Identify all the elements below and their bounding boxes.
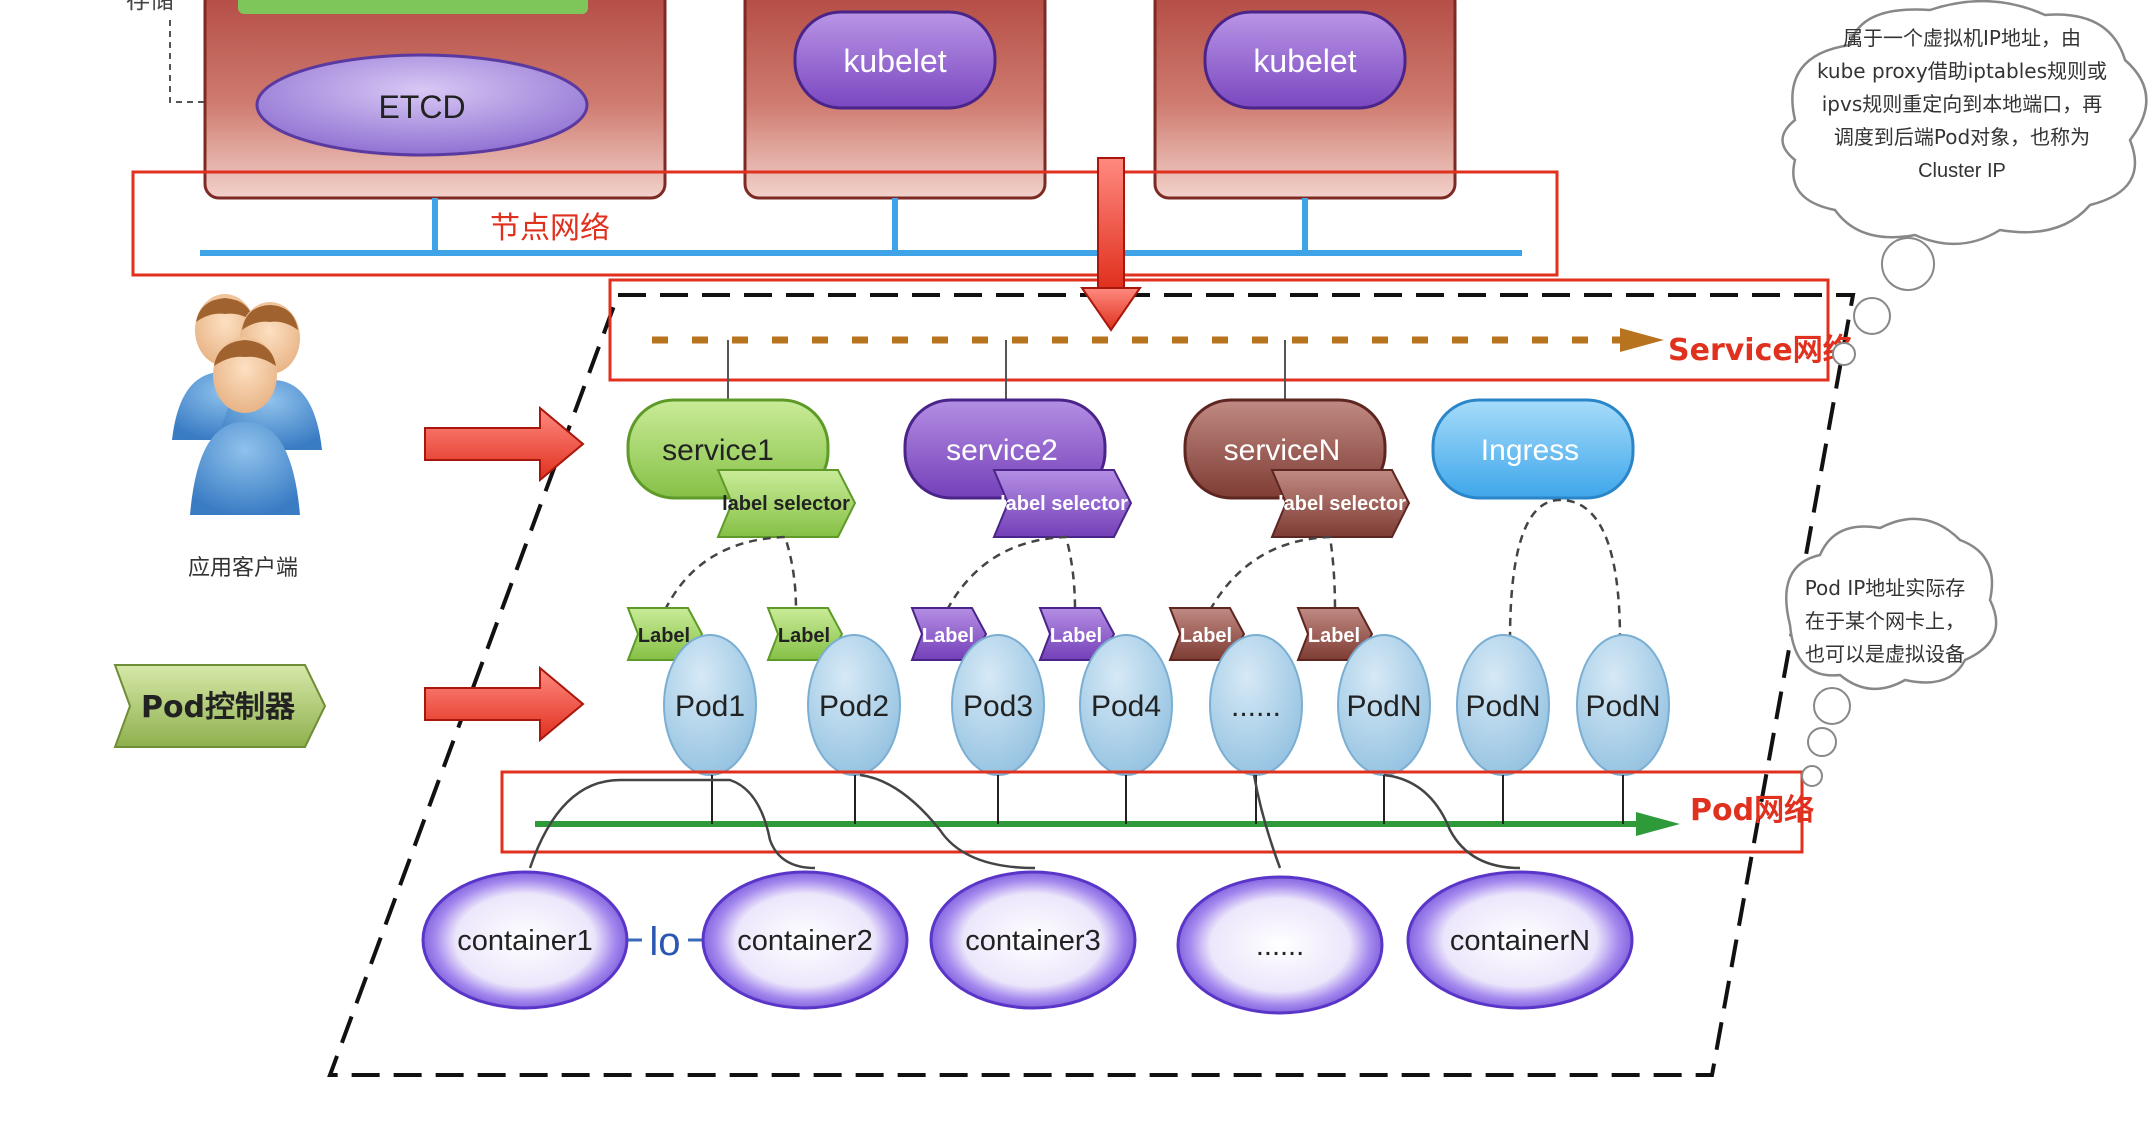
pod-controller-tag xyxy=(113,664,327,748)
service1-label-selector-tag xyxy=(716,469,857,538)
pod-4: Pod4 xyxy=(1079,634,1173,776)
kubelet-box-2 xyxy=(1203,10,1407,110)
client-arrow xyxy=(424,405,585,483)
cloud-top-line-3: ipvs规则重定向到本地端口，再 xyxy=(1822,92,2103,116)
service2-label-selector-text: label selector xyxy=(1000,493,1128,515)
cloud-bottom-line-3: 也可以是虚拟设备 xyxy=(1805,642,1965,666)
service-network-arrowhead xyxy=(1620,328,1664,352)
pod-1: Pod1 xyxy=(663,634,757,776)
pod-6: PodN xyxy=(1337,634,1431,776)
pod-label-tag-2: Label xyxy=(766,607,844,661)
kubelet-label-1: kubelet xyxy=(843,43,946,79)
container-2-label: container2 xyxy=(737,925,872,957)
pod5-container-curve xyxy=(1252,774,1282,869)
container-5-label: containerN xyxy=(1450,925,1590,957)
pod-network-label: Pod网络 xyxy=(1690,793,1814,828)
down-arrow-shaft xyxy=(1097,157,1125,289)
kubelet-box-1 xyxy=(793,10,997,110)
pod-controller-label: Pod控制器 xyxy=(141,690,296,725)
pod-label-text-2: Label xyxy=(778,625,830,647)
pod-network-frame xyxy=(500,770,1804,854)
pod-7: PodN xyxy=(1456,634,1550,776)
pod-7-label: PodN xyxy=(1465,690,1540,723)
service1-label: service1 xyxy=(662,434,774,467)
cloud-bottom-line-2: 在于某个网卡上， xyxy=(1805,609,1965,633)
service2-selector-arc xyxy=(945,535,1077,611)
container-5: containerN xyxy=(1406,870,1634,1010)
top-partial-label: 存储 xyxy=(126,0,174,14)
pod-3-label: Pod3 xyxy=(963,690,1033,723)
master-node-green-bar xyxy=(238,0,588,14)
ingress-selector-arc xyxy=(1508,498,1622,641)
pod-2: Pod2 xyxy=(807,634,901,776)
pod-controller-arrow xyxy=(424,665,585,743)
podN-container-curve xyxy=(1383,773,1521,870)
pod-8: PodN xyxy=(1576,634,1670,776)
cloud-bottom-line-1: Pod IP地址实际存 xyxy=(1805,576,1966,600)
container-1: container1 xyxy=(421,870,629,1010)
container-3-label: container3 xyxy=(965,925,1100,957)
node-network-frame xyxy=(131,170,1559,277)
pod-network-arrowhead xyxy=(1636,812,1680,836)
cloud-top-line-1: 属于一个虚拟机IP地址，由 xyxy=(1843,26,2081,50)
pod-label-text-1: Label xyxy=(638,625,690,647)
pod-label-tag-5: Label xyxy=(1168,607,1246,661)
pod-8-label: PodN xyxy=(1585,690,1660,723)
etcd-label: ETCD xyxy=(378,89,465,125)
down-arrow-head xyxy=(1080,287,1142,332)
node-network-label: 节点网络 xyxy=(490,211,610,246)
pod2-container-curve xyxy=(859,773,1036,870)
container-3: container3 xyxy=(929,870,1137,1010)
serviceN-label-selector-text: label selector xyxy=(1278,493,1406,515)
cloud-top-bubble-2 xyxy=(1853,297,1891,335)
cloud-top-bubble-1 xyxy=(1881,237,1935,291)
service2-label-selector-tag xyxy=(992,469,1133,538)
ingress-label: Ingress xyxy=(1481,434,1579,467)
cloud-top-line-5: Cluster IP xyxy=(1918,160,2006,182)
cloud-bottom-bubble-3 xyxy=(1801,765,1823,787)
pod-2-label: Pod2 xyxy=(819,690,889,723)
pod1-container-curve xyxy=(528,778,816,870)
kubelet-label-2: kubelet xyxy=(1253,43,1356,79)
cloud-top-bubble-3 xyxy=(1832,342,1856,366)
pod-label-text-3: Label xyxy=(922,625,974,647)
service1-label-selector-text: label selector xyxy=(722,493,850,515)
client-label: 应用客户端 xyxy=(188,556,298,581)
container-2: container2 xyxy=(701,870,909,1010)
container-4: ...... xyxy=(1176,875,1384,1015)
cluster-dashed-outline xyxy=(327,293,1856,1077)
service-network-frame xyxy=(608,278,1830,382)
pod-label-text-6: Label xyxy=(1308,625,1360,647)
pod-ip-cloud: Pod IP地址实际存 在于某个网卡上， 也可以是虚拟设备 xyxy=(1785,517,1998,691)
serviceN-label: serviceN xyxy=(1224,434,1341,467)
cluster-ip-cloud: 属于一个虚拟机IP地址，由 kube proxy借助iptables规则或 ip… xyxy=(1781,0,2148,246)
serviceN-selector-arc xyxy=(1208,535,1337,611)
cloud-top-line-2: kube proxy借助iptables规则或 xyxy=(1817,59,2107,83)
pod-label-text-4: Label xyxy=(1050,625,1102,647)
ingress-box xyxy=(1431,398,1635,500)
pod-1-label: Pod1 xyxy=(675,690,745,723)
serviceN-label-selector-tag xyxy=(1270,469,1411,538)
pod-4-label: Pod4 xyxy=(1091,690,1161,723)
pod-5: ...... xyxy=(1209,634,1303,776)
cloud-bottom-bubble-1 xyxy=(1813,687,1851,725)
etcd-ellipse xyxy=(255,53,589,157)
lo-label: lo xyxy=(649,920,680,964)
service1-selector-arc xyxy=(663,535,798,611)
cloud-bottom-bubble-2 xyxy=(1807,727,1837,757)
pod-label-tag-6: Label xyxy=(1296,607,1374,661)
pod-label-text-5: Label xyxy=(1180,625,1232,647)
client-people-icon xyxy=(172,294,322,515)
service2-label: service2 xyxy=(946,434,1058,467)
container-4-label: ...... xyxy=(1256,930,1304,962)
cloud-top-line-4: 调度到后端Pod对象，也称为 xyxy=(1834,125,2090,149)
service-network-label: Service网络 xyxy=(1668,333,1853,368)
pod-5-label: ...... xyxy=(1231,690,1281,723)
pod-6-label: PodN xyxy=(1346,690,1421,723)
pod-3: Pod3 xyxy=(951,634,1045,776)
container-1-label: container1 xyxy=(457,925,592,957)
